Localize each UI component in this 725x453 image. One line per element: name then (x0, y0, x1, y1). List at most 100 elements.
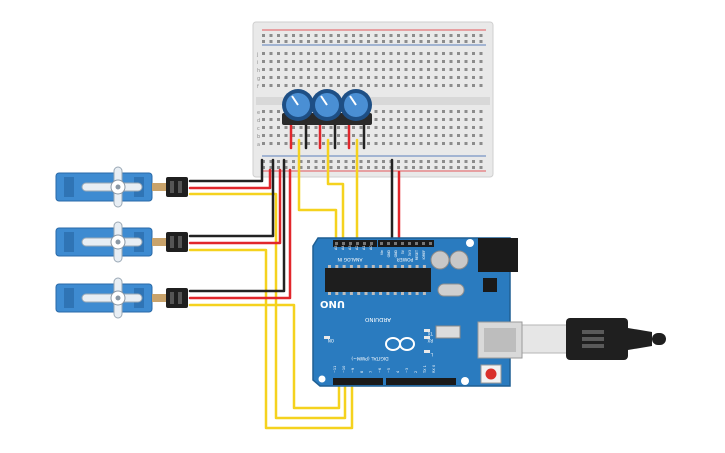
rail-hole (352, 34, 355, 37)
terminal-hole (382, 52, 385, 55)
rail-hole (269, 40, 273, 43)
chip-pin (386, 292, 390, 295)
terminal-hole (412, 60, 415, 63)
rail-hole (397, 34, 400, 37)
rail-hole (344, 40, 348, 43)
terminal-hole (329, 76, 333, 79)
header-pin (363, 242, 366, 245)
terminal-hole (397, 126, 400, 129)
arduino-logo-group: UNO ARDUINO (320, 298, 391, 322)
terminal-hole (404, 60, 408, 63)
voltage-regulator (435, 325, 461, 339)
rail-hole (412, 34, 415, 37)
potentiometer-1[interactable] (282, 89, 314, 125)
wire-servo3-vcc[interactable] (188, 168, 292, 300)
analog-pin-label: A0 (369, 245, 373, 250)
rail-hole (352, 160, 355, 163)
servo-2[interactable] (55, 221, 188, 263)
rail-hole (457, 34, 460, 37)
rail-hole (307, 160, 310, 163)
terminal-hole (262, 118, 265, 121)
terminal-hole (389, 142, 393, 145)
potentiometer-3[interactable] (340, 89, 372, 125)
potentiometer-2[interactable] (311, 89, 343, 125)
rail-hole (412, 160, 415, 163)
wire-pot2-signal[interactable] (326, 138, 345, 245)
terminal-hole (389, 84, 393, 87)
terminal-hole (472, 110, 475, 113)
terminal-hole (464, 76, 468, 79)
arduino-uno[interactable]: UNO ARDUINO DIGITAL (PWM~) ANALOG IN POW… (312, 237, 523, 387)
wire-servo3-gnd[interactable] (188, 158, 286, 293)
wire-pot1-signal[interactable] (297, 138, 338, 245)
servo-connector-slot (178, 292, 182, 304)
wire-servo1-gnd[interactable] (188, 158, 264, 183)
terminal-hole (329, 126, 333, 129)
terminal-hole (262, 84, 265, 87)
chip-pin (379, 292, 383, 295)
wire-servo3-signal[interactable] (188, 303, 341, 410)
row-letter: g (257, 76, 260, 82)
chip-pin (364, 292, 368, 295)
terminal-hole (277, 68, 280, 71)
terminal-hole (277, 142, 280, 145)
terminal-hole (284, 126, 288, 129)
terminal-hole (359, 76, 363, 79)
wire-servo1-vcc[interactable] (188, 168, 272, 190)
usb-cable[interactable] (519, 318, 666, 360)
terminal-hole (299, 84, 303, 87)
rail-hole (464, 34, 468, 37)
terminal-hole (359, 60, 363, 63)
terminal-hole (322, 126, 325, 129)
terminal-hole (314, 134, 318, 137)
rail-hole (464, 40, 468, 43)
rail-hole (284, 40, 288, 43)
terminal-hole (284, 134, 288, 137)
terminal-hole (292, 60, 295, 63)
servo-connector-slot (170, 292, 174, 304)
rail-hole (352, 166, 355, 169)
rail-hole (427, 40, 430, 43)
terminal-hole (262, 68, 265, 71)
rail-hole (307, 166, 310, 169)
analog-pin-label: A5 (334, 245, 338, 250)
terminal-hole (449, 84, 453, 87)
servo-1[interactable] (55, 166, 188, 208)
terminal-hole (329, 52, 333, 55)
terminal-hole (374, 68, 378, 71)
terminal-hole (427, 68, 430, 71)
rail-hole (434, 40, 438, 43)
rail-hole (472, 160, 475, 163)
terminal-hole (307, 142, 310, 145)
terminal-hole (419, 84, 423, 87)
header-pin (335, 242, 338, 245)
chip-pin (371, 265, 375, 268)
wire-servo2-signal[interactable] (188, 248, 354, 430)
terminal-hole (427, 52, 430, 55)
mounting-hole (466, 239, 474, 247)
analog-header (333, 240, 377, 247)
digital-pin-label: ~3 (405, 368, 409, 373)
wire-servo2-gnd[interactable] (188, 158, 275, 238)
rail-hole (269, 166, 273, 169)
terminal-hole (427, 142, 430, 145)
terminal-hole (457, 142, 460, 145)
chip-pin (415, 292, 419, 295)
terminal-hole (322, 68, 325, 71)
terminal-hole (344, 84, 348, 87)
rail-hole (367, 40, 370, 43)
terminal-hole (404, 76, 408, 79)
terminal-hole (472, 126, 475, 129)
terminal-hole (404, 134, 408, 137)
servo-3[interactable] (55, 277, 188, 319)
rail-hole (404, 40, 408, 43)
wire-servo1-signal[interactable] (188, 192, 347, 420)
reset-button[interactable] (485, 368, 497, 380)
terminal-hole (434, 84, 438, 87)
rail-hole (367, 160, 370, 163)
terminal-hole (352, 142, 355, 145)
terminal-hole (382, 134, 385, 137)
digital-pin-label: 4 (396, 370, 400, 373)
wire-servo2-vcc[interactable] (188, 168, 282, 245)
terminal-hole (322, 60, 325, 63)
